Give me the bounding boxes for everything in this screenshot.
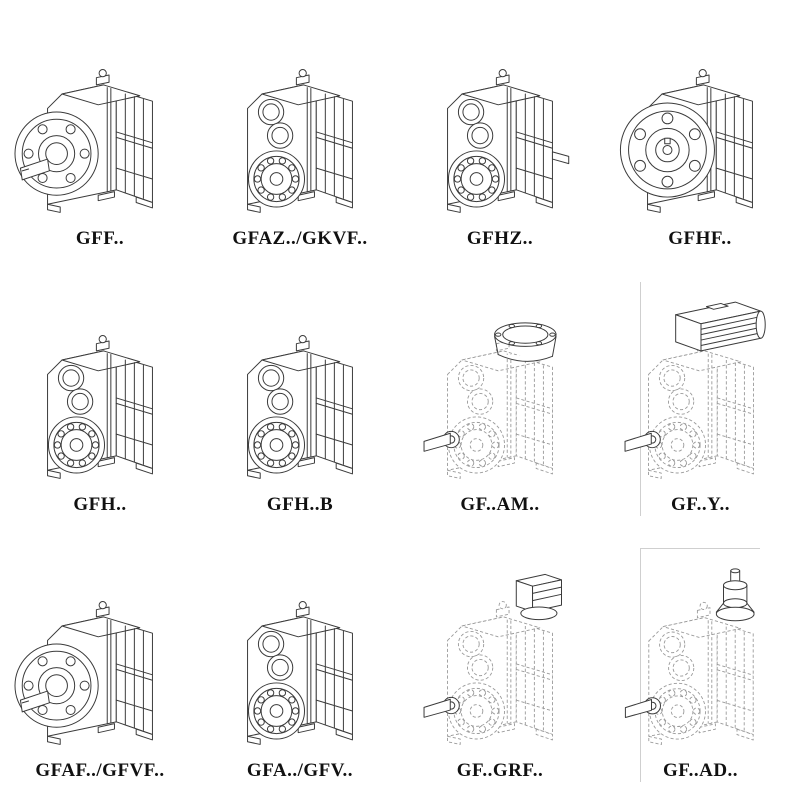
model-label: GF..AM..	[460, 494, 540, 515]
gearbox-output-flange-shaft-drawing	[1, 550, 199, 758]
catalog-item: GFH..B	[240, 282, 360, 516]
gearbox-hollow-bore-drawing	[1, 284, 199, 492]
gearbox-phantom-motor-drawing	[602, 284, 800, 492]
model-label: GF..AD..	[662, 760, 739, 781]
gearbox-hollow-bore-drawing	[201, 18, 399, 226]
model-label: GFHF..	[668, 228, 732, 249]
catalog-item: GF..Y..	[640, 282, 760, 516]
gearbox-phantom-input-adapter-drawing	[401, 550, 599, 758]
model-label: GFAZ../GKVF..	[232, 228, 368, 249]
gearbox-hollow-bore-drawing	[201, 284, 399, 492]
model-label: GFH..B	[266, 494, 334, 515]
catalog-item: GF..GRF..	[440, 548, 560, 782]
gearbox-phantom-input-flange-drawing	[401, 284, 599, 492]
catalog-item: GFAF../GFVF..	[40, 548, 164, 782]
model-label: GF..GRF..	[456, 760, 544, 781]
gearbox-phantom-input-shaft-drawing	[602, 551, 800, 758]
catalog-item: GFH..	[40, 282, 160, 516]
model-label: GFA../GFV..	[246, 760, 354, 781]
model-label: GFF..	[75, 228, 125, 249]
gearbox-front-flange-drawing	[601, 18, 799, 226]
catalog-item: GFF..	[40, 16, 160, 250]
catalog-item: GFHF..	[640, 16, 760, 250]
gearbox-output-flange-shaft-drawing	[1, 18, 199, 226]
model-label: GF..Y..	[670, 494, 731, 515]
model-label: GFH..	[73, 494, 127, 515]
gearbox-hollow-bore-drawing	[201, 550, 399, 758]
model-label: GFAF../GFVF..	[35, 760, 165, 781]
catalog-item: GFAZ../GKVF..	[232, 16, 367, 250]
gearbox-hollow-bore-side-shaft-drawing	[401, 18, 599, 226]
catalog-item: GFA../GFV..	[240, 548, 360, 782]
model-label: GFHZ..	[466, 228, 534, 249]
catalog-item: GF..AD..	[640, 548, 760, 782]
catalog-item: GFHZ..	[440, 16, 560, 250]
catalog-item: GF..AM..	[440, 282, 560, 516]
